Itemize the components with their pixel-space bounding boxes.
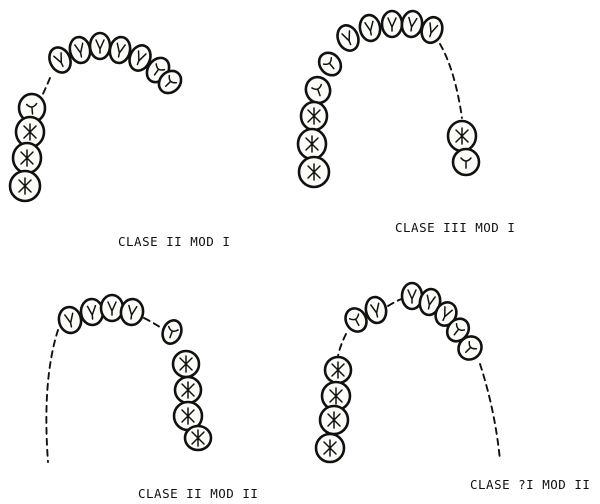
molar-tooth xyxy=(299,157,329,187)
molar-tooth xyxy=(316,434,344,462)
dental-arch-top-left xyxy=(10,33,186,201)
incisor-tooth xyxy=(382,11,402,37)
dental-arch-bottom-right xyxy=(316,283,500,462)
molar-tooth xyxy=(325,357,351,383)
incisor-tooth xyxy=(358,13,382,42)
edentulous-gap-line xyxy=(440,44,462,118)
incisor-tooth xyxy=(334,22,362,54)
premolar-tooth xyxy=(453,149,479,175)
edentulous-gap-line xyxy=(338,334,346,356)
edentulous-gap-line xyxy=(144,318,164,330)
molar-tooth xyxy=(10,171,40,201)
caption-bottom-left: CLASE II MOD II xyxy=(138,488,258,501)
molar-tooth xyxy=(320,406,348,434)
edentulous-gap-line xyxy=(46,330,58,462)
molar-tooth xyxy=(185,426,211,450)
molar-tooth xyxy=(301,102,327,130)
dental-arch-top-right xyxy=(298,10,479,187)
molar-tooth xyxy=(175,377,201,403)
incisor-tooth xyxy=(101,295,123,321)
molar-tooth xyxy=(448,121,476,151)
caption-top-right: CLASE III MOD I xyxy=(395,222,515,235)
molar-tooth xyxy=(298,129,326,159)
incisor-tooth xyxy=(57,305,84,335)
incisor-tooth xyxy=(90,33,110,59)
incisor-tooth xyxy=(400,10,423,39)
premolar-tooth xyxy=(315,48,346,79)
molar-tooth xyxy=(173,351,199,377)
dental-arch-bottom-left xyxy=(46,295,211,462)
molar-tooth xyxy=(13,143,41,173)
caption-top-left: CLASE II MOD I xyxy=(118,236,230,249)
caption-bottom-right: CLASE ?I MOD II xyxy=(470,479,590,492)
edentulous-gap-line xyxy=(480,364,500,460)
premolar-tooth xyxy=(159,318,184,347)
